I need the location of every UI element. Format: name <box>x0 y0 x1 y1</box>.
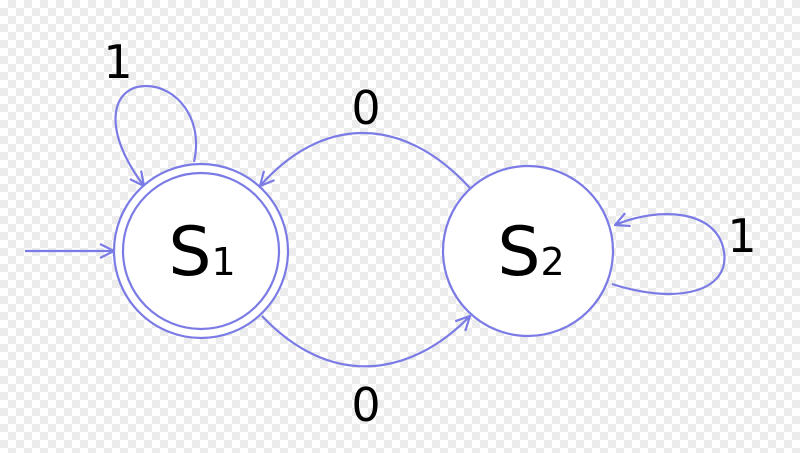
transition-s2-s2-label: 1 <box>727 209 756 263</box>
state-s1-label: S1 <box>168 213 235 292</box>
transition-s2-s2 <box>611 214 726 296</box>
transition-s2-s1-label: 0 <box>351 81 380 135</box>
transition-s1-s2-label: 0 <box>351 378 380 432</box>
state-s1-circle <box>121 171 281 331</box>
transition-s2-s1 <box>260 131 471 189</box>
transition-s1-s1-label: 1 <box>103 35 132 89</box>
state-s2-circle <box>441 164 615 338</box>
transition-s1-s2 <box>261 316 470 368</box>
state-s2-label: S2 <box>497 213 564 292</box>
state-s1: S1 <box>112 162 290 340</box>
state-s2: S2 <box>441 164 615 338</box>
transition-s1-s1 <box>114 84 198 186</box>
